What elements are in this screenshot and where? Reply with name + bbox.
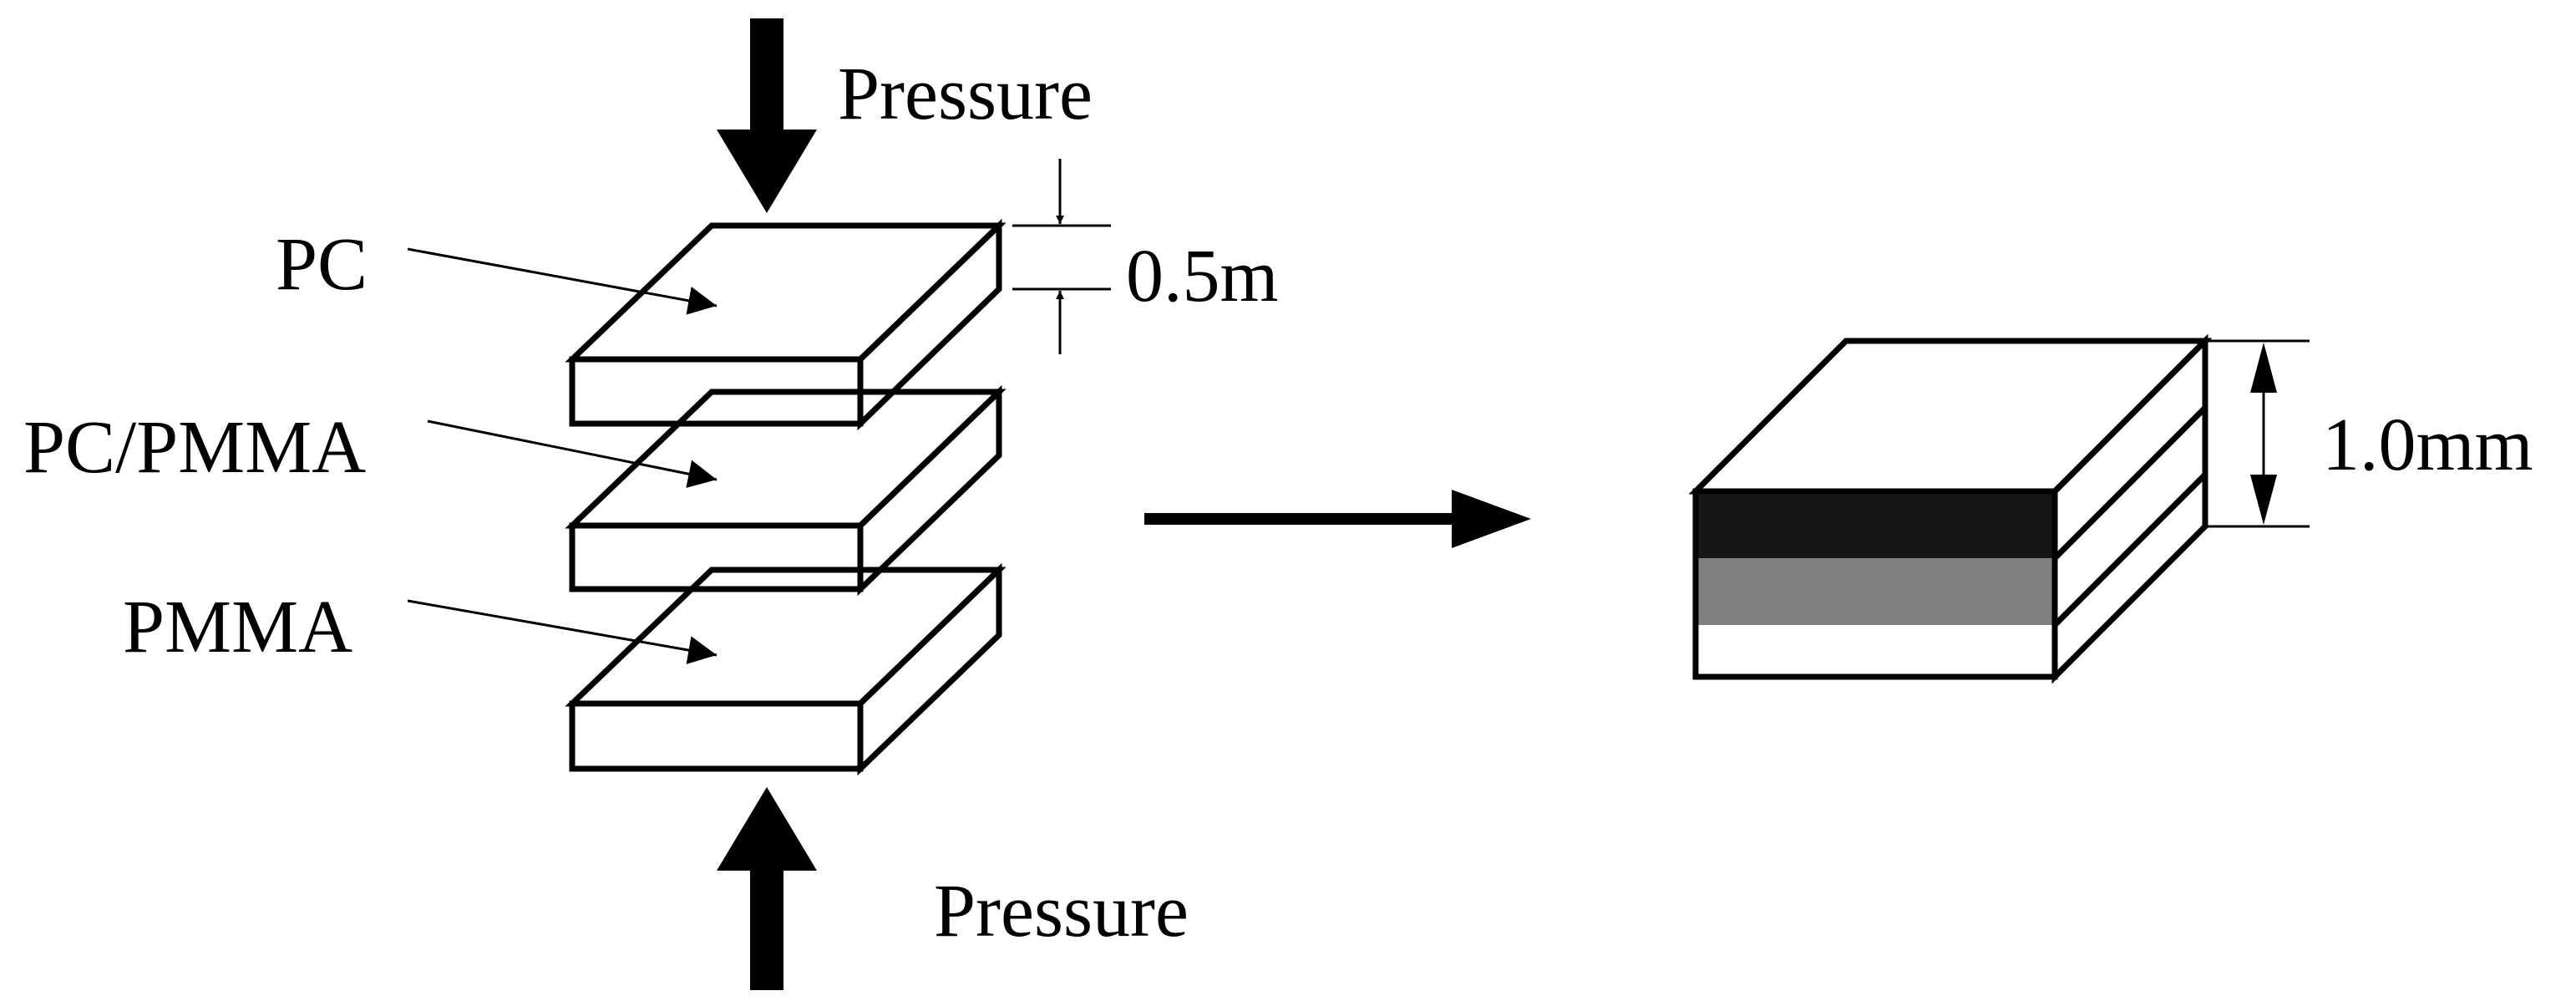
- pc-pmma-label: PC/PMMA: [23, 406, 366, 489]
- laminated-pmma-layer: [1696, 625, 2055, 677]
- layer-thickness-dimension: [1012, 159, 1111, 354]
- plate-pmma: [565, 562, 1007, 776]
- layer-thickness-label: 0.5m: [1126, 235, 1279, 318]
- pressure-top-label: Pressure: [838, 53, 1093, 135]
- total-thickness-label: 1.0mm: [2322, 404, 2533, 486]
- pressure-arrow-top: [717, 18, 817, 213]
- process-arrow: [1144, 490, 1531, 548]
- pmma-leader-arrow: [407, 599, 718, 664]
- plate-pmma-front-face: [569, 700, 864, 772]
- pmma-label: PMMA: [123, 586, 352, 668]
- pc-leader-arrow: [407, 247, 718, 315]
- laminated-pc-layer: [1696, 491, 2055, 558]
- pc-label: PC: [276, 223, 368, 306]
- pressure-arrow-bottom: [717, 787, 817, 990]
- plate-pc-pmma-front-face: [569, 522, 864, 592]
- pressure-bottom-label: Pressure: [934, 870, 1189, 953]
- laminated-block: [1688, 333, 2213, 684]
- total-thickness-dimension: [2205, 339, 2310, 528]
- pc-pmma-leader-arrow: [427, 419, 718, 488]
- laminated-pc-pmma-layer: [1696, 558, 2055, 625]
